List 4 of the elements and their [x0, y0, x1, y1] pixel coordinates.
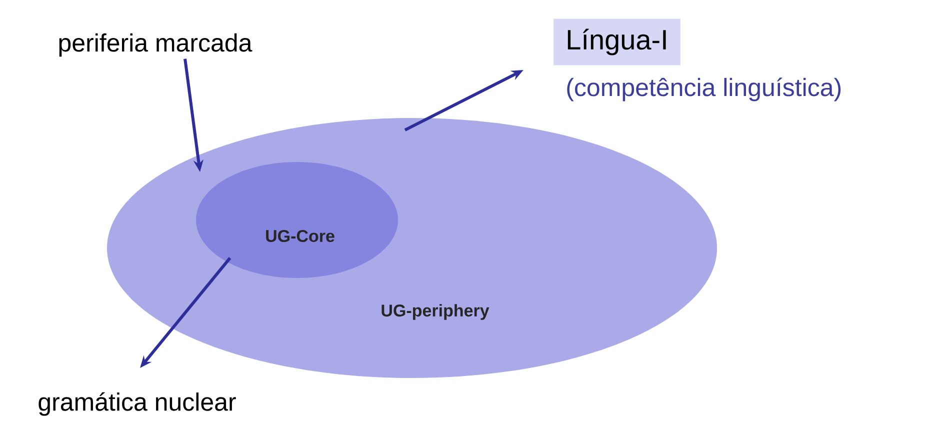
text-label: periferia marcada — [59, 33, 252, 57]
node-label: (competência linguística) — [567, 78, 841, 102]
text-label: gramática nuclear — [38, 392, 236, 416]
label-box: Língua-I — [554, 18, 680, 66]
